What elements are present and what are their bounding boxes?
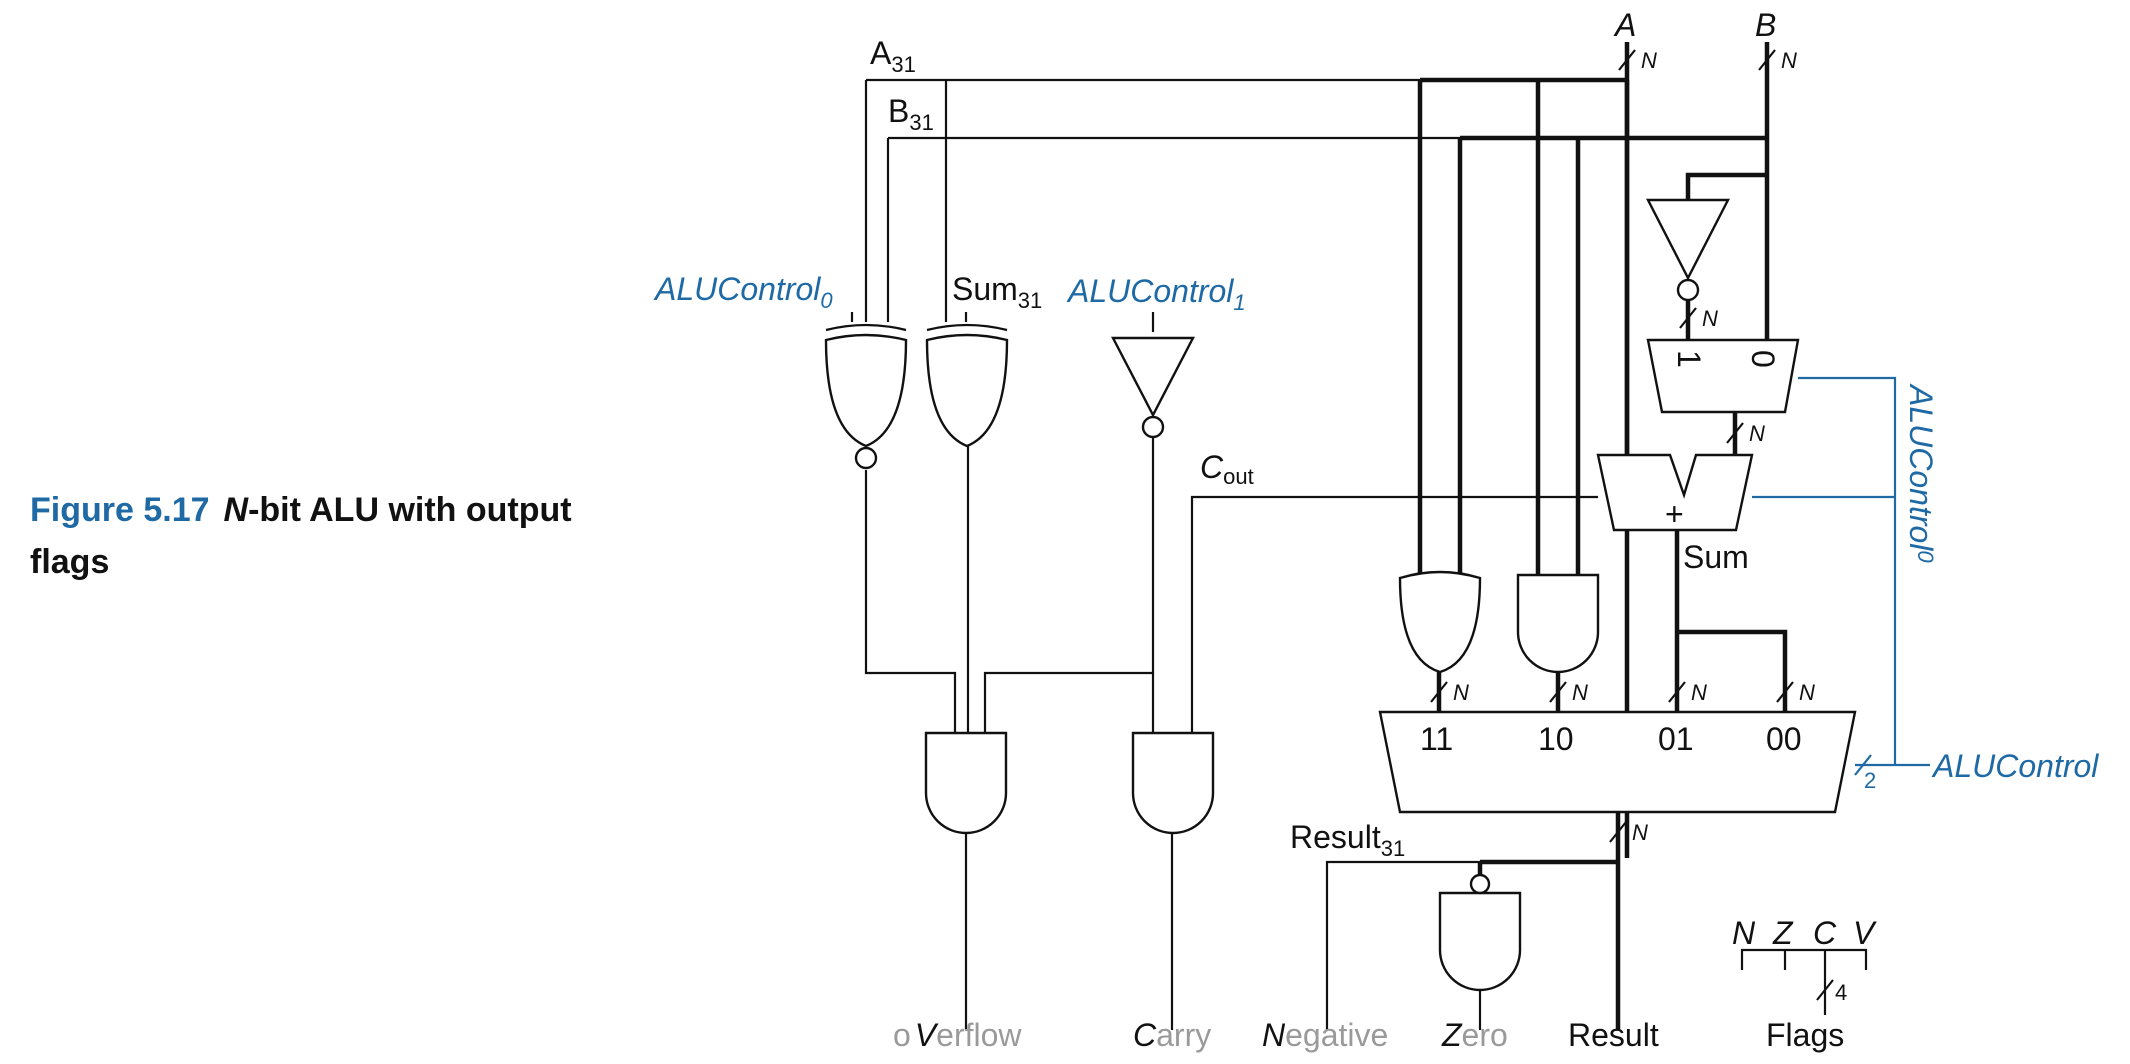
width-alucontrol: 2 <box>1864 768 1876 793</box>
width-b: N <box>1781 48 1797 73</box>
slash-and <box>1549 681 1567 703</box>
wire-flags-bundle <box>1740 948 1868 970</box>
and-gate <box>1516 573 1600 674</box>
label-alucontrol: ALUControl <box>1931 748 2099 784</box>
label-flag-z: Z <box>1772 915 1794 951</box>
inverter-aluc1 <box>1111 336 1195 418</box>
bus-width-marks: N N N N N N N N N 4 2 <box>1430 48 1876 1005</box>
zero-bubble <box>1469 873 1491 895</box>
caption-title: -bit ALU with output flags <box>30 491 572 581</box>
figure-caption: Figure 5.17 N-bit ALU with output flags <box>30 484 590 588</box>
or-gate <box>1398 570 1482 674</box>
width-bbar: N <box>1702 306 1718 331</box>
label-result31: Result31 <box>1290 819 1405 861</box>
slash-or <box>1430 681 1448 703</box>
bus-sum-00 <box>1677 629 1788 712</box>
label-flag-v: V <box>1853 915 1877 951</box>
inverter-b <box>1646 198 1730 281</box>
wire-cout <box>1190 495 1598 733</box>
label-sum: Sum <box>1683 539 1749 575</box>
label-mux-in-1: 1 <box>1671 350 1707 368</box>
slash-alucontrol <box>1854 754 1872 776</box>
wire-aluc1-out <box>983 432 1155 733</box>
slash-result <box>1609 821 1627 843</box>
label-sum31: Sum31 <box>952 271 1042 313</box>
label-zero: Zero <box>1441 1017 1508 1053</box>
gates <box>824 198 1857 992</box>
mux-b <box>1646 338 1800 414</box>
label-alucontrol0-right: ALUControl0 <box>1903 383 1939 563</box>
width-result: N <box>1632 820 1648 845</box>
label-flag-n: N <box>1732 915 1756 951</box>
label-negative: Negative <box>1262 1017 1388 1053</box>
label-plus: + <box>1665 496 1684 532</box>
label-mux-01: 01 <box>1658 721 1694 757</box>
bus-b-inv <box>1685 172 1767 200</box>
label-alucontrol1: ALUControl1 <box>1066 273 1246 315</box>
label-cout: Cout <box>1200 449 1254 489</box>
width-and: N <box>1572 680 1588 705</box>
figure-label: Figure 5.17 <box>30 491 210 529</box>
label-flag-c: C <box>1813 915 1837 951</box>
label-mux-in-0: 0 <box>1745 350 1781 368</box>
adder <box>1596 453 1754 532</box>
caption-title-italic: N <box>223 491 249 529</box>
slash-mux-out <box>1726 422 1744 444</box>
width-or: N <box>1453 680 1469 705</box>
inverter-aluc1-bubble <box>1141 415 1165 439</box>
and-overflow <box>924 731 1008 835</box>
slash-b <box>1758 49 1776 71</box>
slash-bbar <box>1679 307 1697 329</box>
label-alucontrol0-left: ALUControl0 <box>653 271 833 313</box>
xnor-bubble <box>854 446 878 470</box>
xnor-gate-curve <box>825 323 907 332</box>
xnor-gate <box>824 333 908 448</box>
slash-sum-00 <box>1776 681 1794 703</box>
slash-a <box>1618 49 1636 71</box>
wires <box>850 42 1930 1030</box>
result-mux <box>1378 710 1857 814</box>
xor-gate <box>925 333 1009 448</box>
label-carry: Carry <box>1133 1017 1211 1053</box>
label-flags: Flags <box>1766 1017 1844 1053</box>
label-mux-00: 00 <box>1766 721 1802 757</box>
width-flags: 4 <box>1835 980 1847 1005</box>
xor-gate-curve <box>926 323 1008 332</box>
slash-flags <box>1816 979 1834 1001</box>
label-mux-11: 11 <box>1420 721 1453 757</box>
and-zero <box>1438 891 1522 992</box>
label-a31: A31 <box>870 35 916 77</box>
labels: A B A31 B31 ALUControl0 Sum31 ALUControl… <box>653 7 2099 1053</box>
width-sum: N <box>1691 680 1707 705</box>
label-result: Result <box>1568 1017 1659 1053</box>
width-sum-00: N <box>1799 680 1815 705</box>
width-a: N <box>1641 48 1657 73</box>
wire-aluc0-mux <box>1798 376 1897 765</box>
and-carry <box>1131 731 1215 835</box>
label-b: B <box>1755 7 1776 43</box>
label-mux-10: 10 <box>1538 721 1574 757</box>
wire-negative <box>1325 860 1480 1030</box>
inverter-b-bubble <box>1676 278 1700 302</box>
label-a: A <box>1613 7 1636 43</box>
wire-xnor-out <box>864 470 957 733</box>
slash-sum <box>1668 681 1686 703</box>
label-b31: B31 <box>888 93 934 135</box>
width-mux-out: N <box>1749 421 1765 446</box>
